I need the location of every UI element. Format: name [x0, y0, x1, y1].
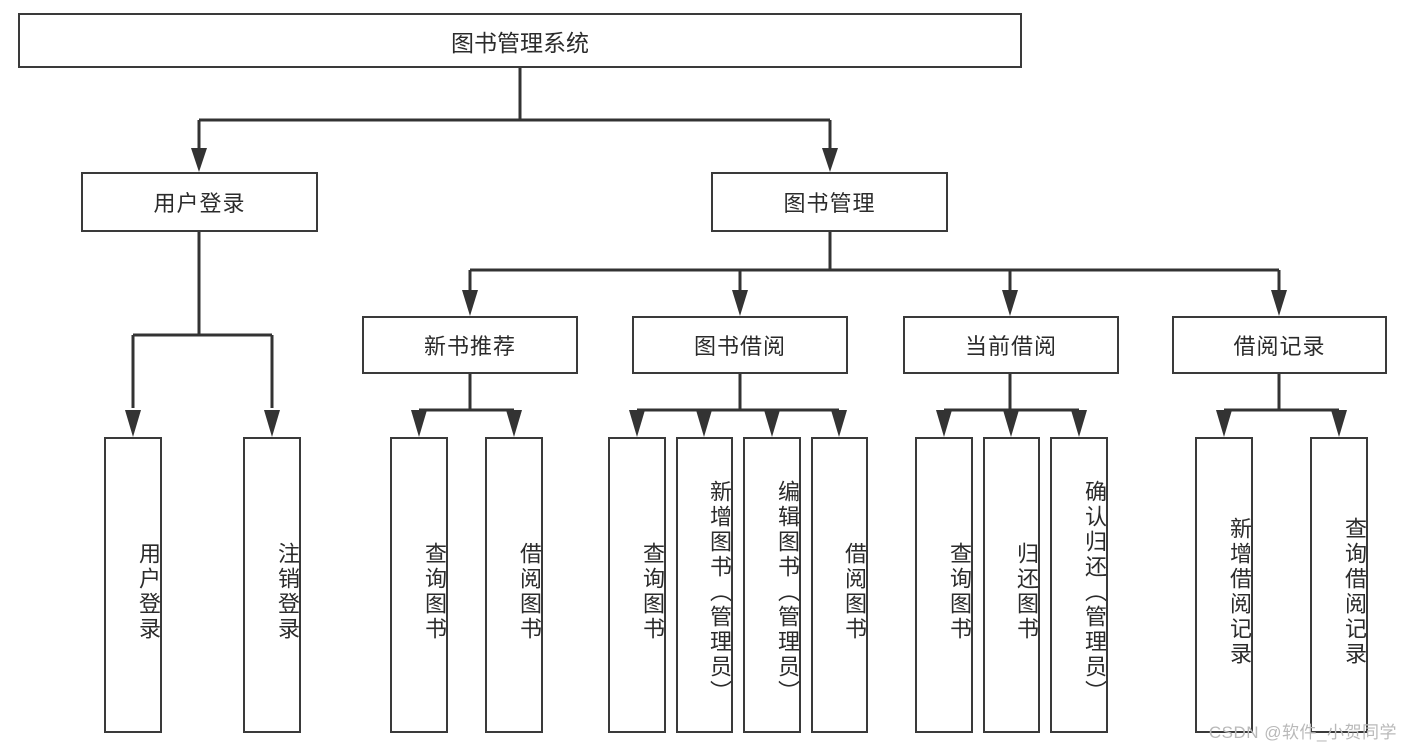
leaf-current-confirm-return-admin[interactable]: 确认归还（管理员）	[1050, 437, 1108, 733]
node-new-book-recommend[interactable]: 新书推荐	[362, 316, 578, 374]
leaf-recommend-borrow-book[interactable]: 借阅图书	[485, 437, 543, 733]
leaf-user-login-login[interactable]: 用户登录	[104, 437, 162, 733]
leaf-user-login-logout[interactable]: 注销登录	[243, 437, 301, 733]
node-book-borrow[interactable]: 图书借阅	[632, 316, 848, 374]
watermark: CSDN @软件_小贺同学	[1208, 723, 1397, 742]
leaf-current-query-book[interactable]: 查询图书	[915, 437, 973, 733]
node-book-management[interactable]: 图书管理	[711, 172, 948, 232]
node-current-borrow[interactable]: 当前借阅	[903, 316, 1119, 374]
node-root-system[interactable]: 图书管理系统	[18, 13, 1022, 68]
node-borrow-record[interactable]: 借阅记录	[1172, 316, 1387, 374]
leaf-record-add-record[interactable]: 新增借阅记录	[1195, 437, 1253, 733]
leaf-record-query-record[interactable]: 查询借阅记录	[1310, 437, 1368, 733]
leaf-borrow-add-book-admin[interactable]: 新增图书（管理员）	[676, 437, 733, 733]
leaf-current-return-book[interactable]: 归还图书	[983, 437, 1040, 733]
leaf-recommend-query-book[interactable]: 查询图书	[390, 437, 448, 733]
node-user-login[interactable]: 用户登录	[81, 172, 318, 232]
leaf-borrow-borrow-book[interactable]: 借阅图书	[811, 437, 868, 733]
leaf-borrow-edit-book-admin[interactable]: 编辑图书（管理员）	[743, 437, 801, 733]
leaf-borrow-query-book[interactable]: 查询图书	[608, 437, 666, 733]
